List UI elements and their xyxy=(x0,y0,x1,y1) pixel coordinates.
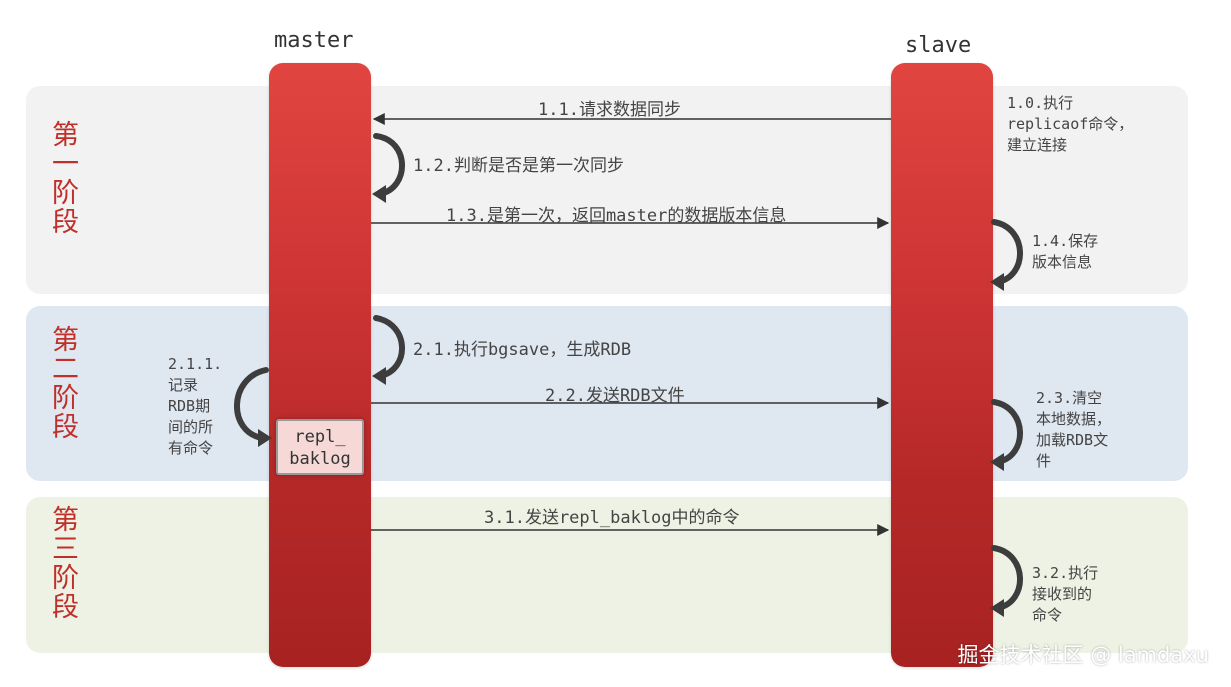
loop-2-3 xyxy=(991,399,1023,465)
label-2-2: 2.2.发送RDB文件 xyxy=(545,386,685,406)
loop-2-3-head xyxy=(990,453,1004,471)
loop-1-4 xyxy=(991,219,1023,285)
loop-2-1-1 xyxy=(234,367,269,441)
stage1-band xyxy=(26,86,1188,294)
stage3-band xyxy=(26,497,1188,653)
stage2-band xyxy=(26,306,1188,481)
loop-1-2 xyxy=(373,133,405,197)
label-1-1: 1.1.请求数据同步 xyxy=(538,100,681,120)
note-3-2: 3.2.执行 接收到的 命令 xyxy=(1032,564,1099,624)
note-2-3: 2.3.清空 本地数据， 加载RDB文 件 xyxy=(1036,389,1112,470)
loop-1-4-head xyxy=(990,273,1004,291)
repl-baklog-box: repl_ baklog xyxy=(276,419,364,475)
loop-1-2-head xyxy=(372,185,386,203)
label-2-1: 2.1.执行bgsave，生成RDB xyxy=(413,340,632,360)
label-1-3: 1.3.是第一次，返回master的数据版本信息 xyxy=(446,206,787,226)
loop-3-2-head xyxy=(990,599,1004,617)
label-1-2: 1.2.判断是否是第一次同步 xyxy=(413,156,624,176)
master-title: master xyxy=(274,28,354,53)
loop-3-2 xyxy=(991,545,1023,611)
stage3-label: 第三阶段 xyxy=(47,505,78,621)
watermark-text: 掘金技术社区 @ lamdaxu xyxy=(957,643,1209,667)
slave-lifeline xyxy=(891,63,993,667)
note-2-1-1: 2.1.1. 记录 RDB期 间的所 有命令 xyxy=(168,355,223,457)
loop-2-1 xyxy=(373,315,405,379)
label-3-1: 3.1.发送repl_baklog中的命令 xyxy=(484,508,740,528)
stage2-label: 第二阶段 xyxy=(47,325,78,441)
note-1-4: 1.4.保存 版本信息 xyxy=(1032,232,1099,271)
master-lifeline xyxy=(269,63,371,667)
loop-2-1-1-head xyxy=(258,429,272,447)
stage1-label: 第一阶段 xyxy=(47,120,78,236)
note-1-0: 1.0.执行 replicaof命令， 建立连接 xyxy=(1007,94,1134,154)
loop-2-1-head xyxy=(372,367,386,385)
slave-title: slave xyxy=(905,33,972,58)
